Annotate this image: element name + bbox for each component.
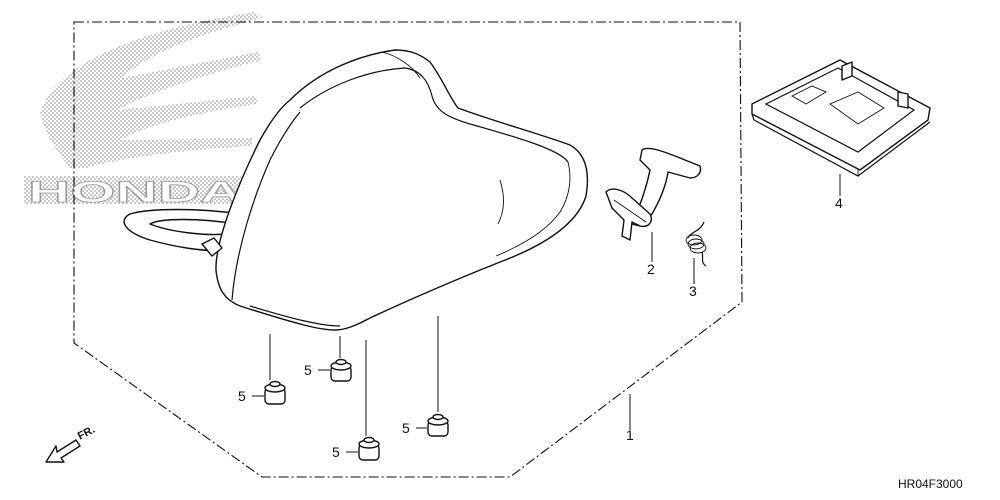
cushion-rubber-b (330, 358, 352, 382)
seat-catch-bracket (605, 147, 702, 241)
cushion-rubber-a (264, 380, 286, 405)
leader-lines (252, 174, 841, 453)
callout-2: 2 (647, 261, 655, 277)
callout-5-b: 5 (304, 362, 312, 378)
honda-wing-logo: HONDA (24, 12, 262, 209)
callout-5-a: 5 (238, 388, 246, 404)
seat-tray (751, 59, 931, 177)
cushion-rubber-d (427, 413, 449, 437)
callout-4: 4 (835, 195, 843, 211)
torsion-spring (685, 221, 707, 267)
front-direction-label: FR. (76, 424, 97, 443)
front-direction-indicator: FR. (45, 424, 97, 463)
assembly-boundary (73, 21, 743, 478)
diagram-code: HR04F3000 (898, 477, 963, 491)
callout-3: 3 (689, 283, 697, 299)
honda-logo-text: HONDA (28, 176, 242, 209)
callout-1: 1 (626, 427, 634, 443)
seat-assembly (123, 49, 589, 331)
cushion-rubber-c (358, 436, 380, 461)
callout-5-c: 5 (332, 444, 340, 460)
callout-5-d: 5 (402, 420, 410, 436)
front-arrow-icon (45, 439, 81, 463)
